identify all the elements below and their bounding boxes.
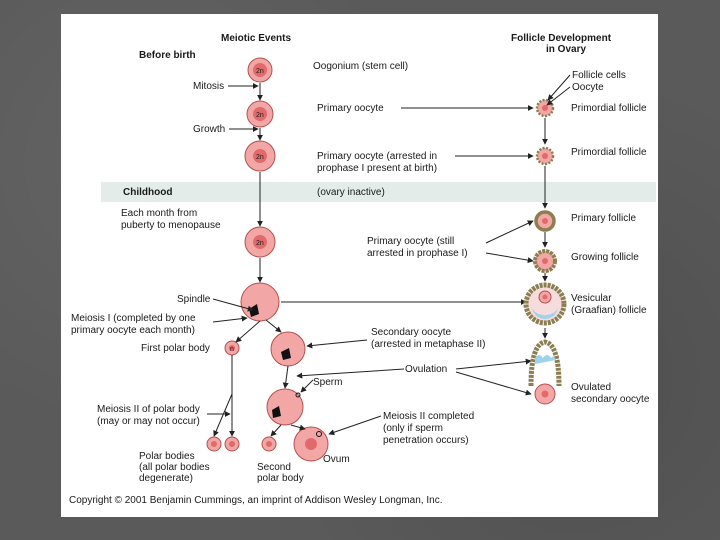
label-arrested-1: Primary oocyte (arrested in	[317, 151, 437, 162]
label-still-arrested-2: arrested in prophase I)	[367, 248, 468, 259]
svg-text:n: n	[230, 346, 234, 353]
header-follicle-2: in Ovary	[546, 44, 586, 55]
label-mitosis: Mitosis	[193, 81, 224, 92]
label-ovulation: Ovulation	[405, 364, 447, 375]
label-polar-bodies-1: Polar bodies	[139, 451, 195, 462]
header-meiotic-events: Meiotic Events	[221, 33, 291, 44]
cell-primary-oocyte-2: 2n	[244, 140, 276, 172]
label-meiosis1-1: Meiosis I (completed by one	[71, 313, 196, 324]
label-polar-bodies-3: degenerate)	[139, 473, 193, 484]
cell-fertilization	[266, 388, 304, 426]
label-vesicular-1: Vesicular	[571, 293, 612, 304]
label-primordial-1: Primordial follicle	[571, 103, 647, 114]
follicle-primordial-2	[535, 146, 555, 166]
label-second-polar-2: polar body	[257, 473, 304, 484]
cell-primary-oocyte-3: 2n	[244, 226, 276, 258]
svg-text:2n: 2n	[256, 68, 264, 75]
polar-body-1	[206, 436, 222, 452]
label-primary-oocyte: Primary oocyte	[317, 103, 384, 114]
label-polar-bodies-2: (all polar bodies	[139, 462, 210, 473]
label-growing-follicle: Growing follicle	[571, 252, 639, 263]
label-arrested-2: prophase I present at birth)	[317, 163, 437, 174]
label-ovulated-2: secondary oocyte	[571, 394, 650, 405]
cell-first-polar-body: n	[224, 340, 240, 356]
copyright: Copyright © 2001 Benjamin Cummings, an i…	[69, 495, 442, 506]
label-monthly-2: puberty to menopause	[121, 220, 221, 231]
label-meiosis2-done-1: Meiosis II completed	[383, 411, 474, 422]
label-meiosis2-polar-2: (may or may not occur)	[97, 416, 200, 427]
cell-meiosis-oocyte	[240, 282, 280, 322]
label-oogonium: Oogonium (stem cell)	[313, 61, 408, 72]
label-ovum: Ovum	[323, 454, 350, 465]
label-monthly-1: Each month from	[121, 208, 197, 219]
label-sperm: Sperm	[313, 377, 342, 388]
label-secondary-1: Secondary oocyte	[371, 327, 451, 338]
cell-ovum	[293, 426, 329, 462]
label-meiosis2-done-3: penetration occurs)	[383, 435, 469, 446]
header-follicle-1: Follicle Development	[511, 33, 612, 44]
svg-text:2n: 2n	[256, 240, 264, 247]
oogenesis-diagram: Meiotic Events Follicle Development in O…	[69, 33, 656, 506]
polar-body-3	[261, 436, 277, 452]
follicle-primary	[534, 210, 556, 232]
follicle-growing	[533, 249, 557, 273]
label-ovulated-1: Ovulated	[571, 382, 611, 393]
label-growth: Growth	[193, 124, 225, 135]
label-childhood: Childhood	[123, 187, 172, 198]
cell-secondary-oocyte	[270, 331, 306, 367]
label-meiosis2-polar-1: Meiosis II of polar body	[97, 404, 200, 415]
svg-text:2n: 2n	[256, 154, 264, 161]
follicle-ovulated	[528, 339, 562, 405]
label-second-polar-1: Second	[257, 462, 291, 473]
label-before-birth: Before birth	[139, 50, 196, 61]
label-primary-follicle: Primary follicle	[571, 213, 636, 224]
label-meiosis2-done-2: (only if sperm	[383, 423, 443, 434]
label-primordial-2: Primordial follicle	[571, 147, 647, 158]
slide: Meiotic Events Follicle Development in O…	[61, 14, 658, 517]
svg-text:2n: 2n	[256, 112, 264, 119]
label-oocyte: Oocyte	[572, 82, 604, 93]
label-vesicular-2: (Graafian) follicle	[571, 305, 647, 316]
cell-oogonium: 2n	[247, 57, 273, 83]
label-first-polar-body: First polar body	[141, 343, 210, 354]
label-childhood-note: (ovary inactive)	[317, 187, 385, 198]
cell-primary-oocyte-1: 2n	[246, 100, 274, 128]
label-still-arrested-1: Primary oocyte (still	[367, 236, 454, 247]
label-secondary-2: (arrested in metaphase II)	[371, 339, 486, 350]
label-spindle: Spindle	[177, 294, 211, 305]
label-meiosis1-2: primary oocyte each month)	[71, 325, 195, 336]
childhood-band	[101, 182, 656, 202]
label-follicle-cells: Follicle cells	[572, 70, 626, 81]
follicle-vesicular	[523, 282, 567, 326]
polar-body-2	[224, 436, 240, 452]
